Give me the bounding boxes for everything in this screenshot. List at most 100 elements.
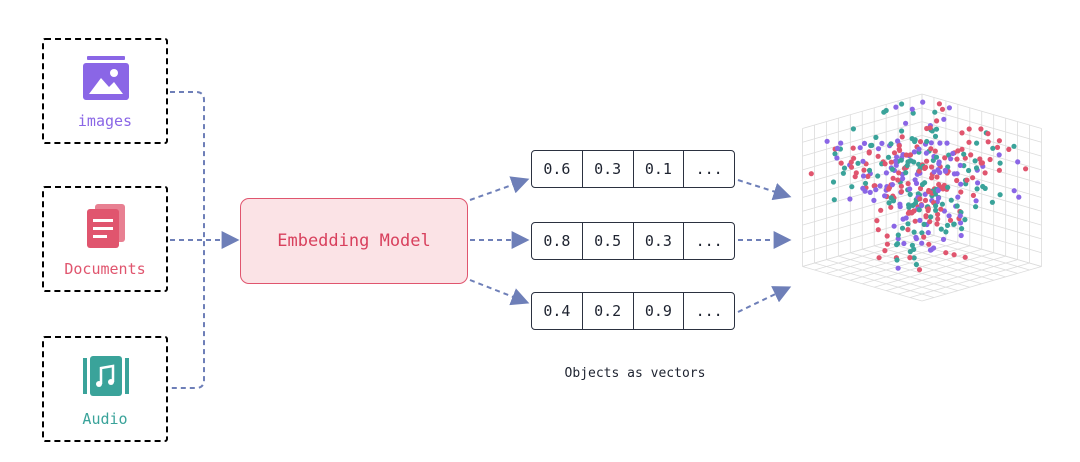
vector-point [974,186,980,192]
vector-point [893,104,899,110]
vector-space-cube [802,93,1042,302]
vector-point [898,183,905,189]
vector-point [871,197,877,203]
vector-point [928,247,935,253]
vector-point [939,106,946,112]
vector-point [853,170,859,176]
vectors-caption: Objects as vectors [564,366,706,381]
vector-point [830,179,837,185]
vector-point [954,177,960,184]
vector-point [987,156,993,163]
vector-point [934,174,940,180]
vector-point [896,170,902,176]
vector-point [938,206,944,212]
vector-point [946,105,953,111]
vector-point [832,151,838,157]
vector-point [1011,188,1017,194]
vector-cell: ... [695,160,723,178]
vector-point [924,138,930,145]
vector-point [866,150,872,156]
vector-point [890,198,897,204]
vector-point [857,145,863,151]
grid-line [802,266,923,302]
vector-point [875,153,881,159]
vector-point [905,181,911,187]
vector-point [883,170,890,176]
grid-line [802,93,923,129]
vector-point [989,199,996,205]
vector-point [945,184,951,190]
vector-point [894,154,900,160]
vector-point [948,197,954,203]
vector-point [932,148,938,154]
grid-line [838,255,958,292]
vector-point [879,140,885,146]
vector-point [905,210,912,216]
vector-point [947,217,954,223]
vector-point [904,162,910,168]
vector-point [996,138,1003,144]
vector-point [884,233,890,239]
vector-point [907,152,914,158]
vector-point [958,220,964,226]
vector-point [994,144,1001,150]
vector-point [919,230,925,236]
vector-point [860,173,867,179]
vector-point [850,145,856,151]
vector-point [905,227,911,233]
vector-point [834,155,840,161]
vector-point [978,126,984,132]
embedding-model-box: Embedding Model [240,198,468,284]
vector-point [935,195,942,201]
vector-point [884,241,891,247]
vector-point [888,141,894,147]
vector-point [931,169,937,175]
vector-point [893,162,899,168]
vector-point [935,211,941,217]
vector-point [935,216,941,222]
vector-point [862,188,868,194]
vector-point [916,168,922,174]
vector-point [933,207,939,213]
vector-point [897,201,903,207]
vector-point [951,221,957,227]
vector-point [873,187,879,193]
vector-point [922,197,929,203]
grid-line [862,248,982,285]
vector-point [906,202,912,208]
grid-line [802,121,923,157]
vector-point [933,203,939,209]
vector-point [903,120,909,126]
vector-point [921,221,927,227]
vector-point [958,232,964,239]
vector-point [968,152,974,158]
vector-point [907,186,913,192]
vector-point [939,201,946,207]
vector-point [831,197,837,203]
vector-point [885,154,892,160]
vector-point [900,176,906,182]
vector-point [990,145,996,151]
vector-point [878,207,884,213]
vector-point [910,110,916,116]
vector-point [936,101,943,107]
vector-point [911,246,917,252]
vector-row: 0.4 0.2 0.9 ... [531,292,735,330]
vector-cell: 0.6 [532,151,583,187]
vector-to-space-arrows [737,179,792,313]
vector-cell: 0.3 [583,151,634,187]
vector-point [925,230,931,236]
vector-point [912,177,918,183]
embedding-model-label: Embedding Model [277,231,431,251]
music-icon [83,356,129,396]
vector-point [925,206,932,212]
vector-point [888,204,894,210]
vector-point [888,159,894,165]
document-icon [87,204,125,248]
vector-point [938,226,944,232]
vector-point [865,173,871,179]
vector-point [838,160,844,166]
vector-cell: 0.3 [634,223,685,259]
vector-point [936,181,942,188]
vector-point [841,165,848,171]
